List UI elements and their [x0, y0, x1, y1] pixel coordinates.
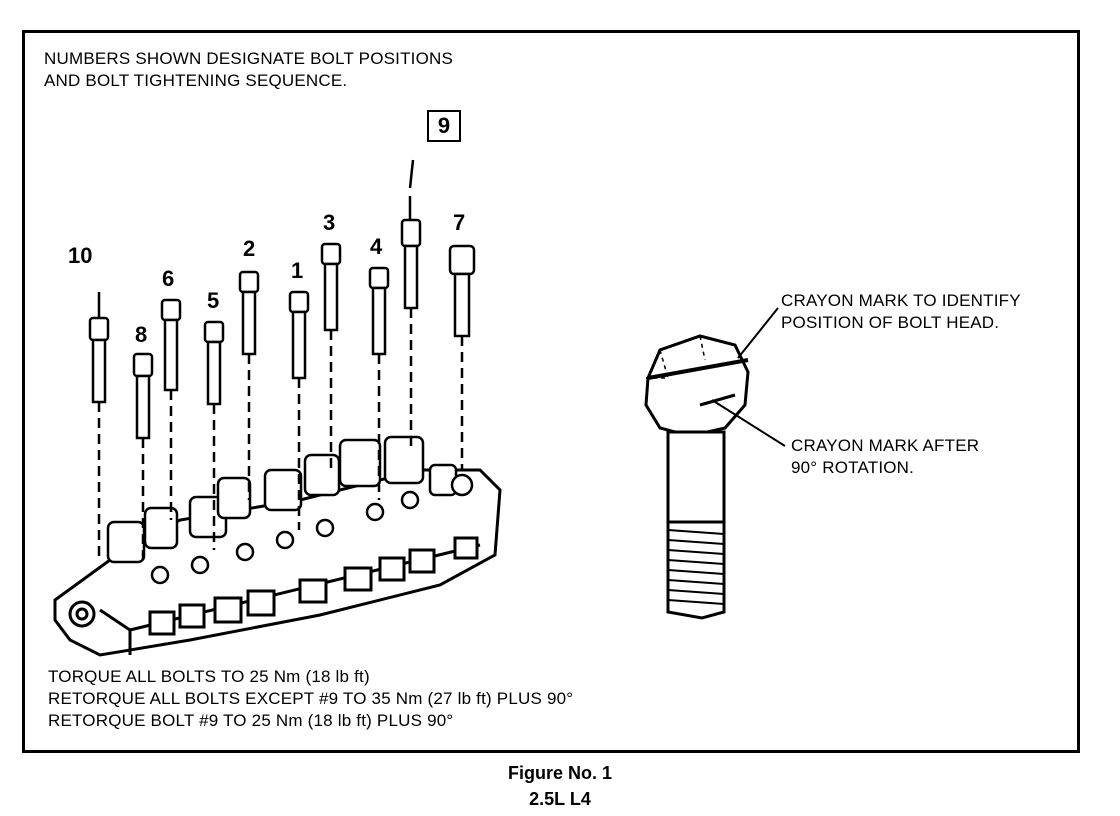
bolt-9 — [400, 159, 422, 450]
bolt-label-2: 2 — [243, 236, 256, 261]
cylinder-head — [53, 435, 502, 657]
large-bolt-detail — [644, 307, 786, 620]
bolt-1 — [288, 290, 310, 530]
bolt-label-6: 6 — [162, 266, 175, 291]
bolt-label-10: 10 — [68, 243, 93, 268]
bolt-label-4: 4 — [370, 234, 383, 259]
bolt-label-5: 5 — [207, 288, 220, 313]
engine-caption: 2.5L L4 — [529, 789, 591, 809]
figure-caption: Figure No. 1 — [507, 763, 612, 783]
torque-note-line2: RETORQUE ALL BOLTS EXCEPT #9 TO 35 Nm (2… — [48, 689, 574, 708]
bolt-5 — [203, 320, 225, 550]
bolt-label-9: 9 — [427, 110, 461, 142]
torque-note-line1: TORQUE ALL BOLTS TO 25 Nm (18 lb ft) — [48, 667, 370, 686]
bolt-label-3: 3 — [323, 210, 336, 235]
bolt-7 — [448, 244, 476, 470]
bolt-3 — [320, 242, 342, 470]
header-note-line2: AND BOLT TIGHTENING SEQUENCE. — [44, 71, 348, 90]
bolt-2 — [238, 270, 260, 500]
bolt-10 — [88, 292, 110, 560]
bolt-8 — [132, 352, 154, 560]
callout-mark-after-line2: 90° ROTATION. — [791, 458, 915, 477]
bolt-4 — [368, 266, 390, 500]
bolt-6 — [160, 298, 182, 520]
torque-note-line3: RETORQUE BOLT #9 TO 25 Nm (18 lb ft) PLU… — [48, 711, 454, 730]
callout-mark-identify-line1: CRAYON MARK TO IDENTIFY — [781, 291, 1021, 310]
bolt-label-7: 7 — [453, 210, 466, 235]
callout-mark-after-line1: CRAYON MARK AFTER — [791, 436, 980, 455]
bolt-label-8: 8 — [135, 322, 148, 347]
head-bolts — [88, 159, 476, 560]
callout-mark-identify-line2: POSITION OF BOLT HEAD. — [781, 313, 1000, 332]
header-note-line1: NUMBERS SHOWN DESIGNATE BOLT POSITIONS — [44, 49, 454, 68]
bolt-label-1: 1 — [291, 258, 304, 283]
figure-frame — [22, 30, 1080, 753]
